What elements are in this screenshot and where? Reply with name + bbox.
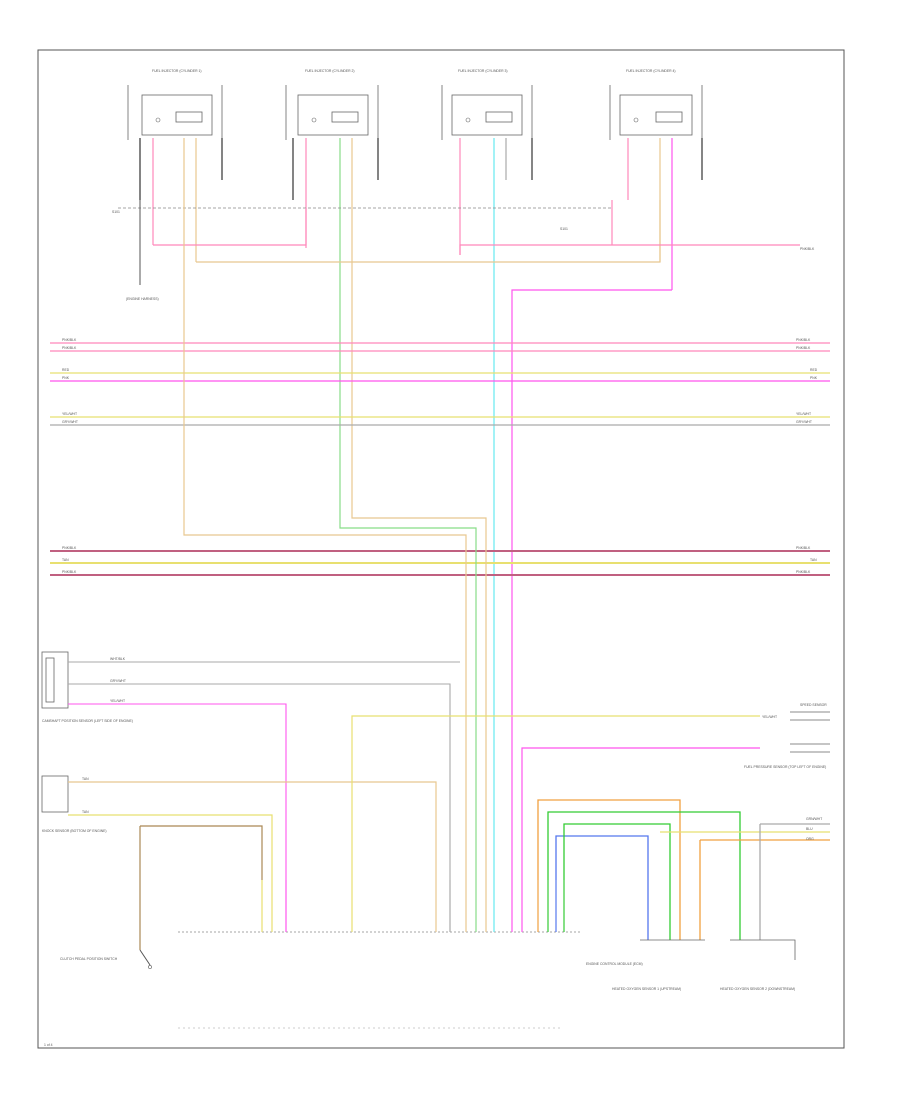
yellow-right-label: YEL/WHT (762, 715, 777, 719)
injector-4-label: FUEL INJECTOR (CYLINDER 4) (626, 69, 676, 73)
magenta-feed (511, 289, 672, 880)
bus-label-3: RED (62, 368, 70, 372)
clutch-switch-label: CLUTCH PEDAL POSITION SWITCH (60, 957, 118, 961)
left-sensor-mid-wires (68, 781, 437, 880)
injector-3: FUEL INJECTOR (CYLINDER 3) (441, 69, 533, 140)
page-reference: 1 of 4 (44, 1043, 53, 1047)
bus-rlabel-2: PNK/BLK (796, 346, 811, 350)
bus-label-2: PNK/BLK (62, 346, 77, 350)
wire-tan-label-2: TAN (82, 810, 89, 814)
pink-feed (459, 200, 800, 255)
right-sensor-upper-label: SPEED SENSOR (800, 703, 827, 707)
wire-gry-label: GRY/WHT (110, 679, 126, 683)
left-sensor-upper-wires (68, 661, 460, 880)
right-sensor-mid-label: FUEL PRESSURE SENSOR (TOP LEFT OF ENGINE… (744, 765, 826, 769)
bus-label-5: YEL/WHT (62, 412, 77, 416)
bus-rlabel-3: RED (810, 368, 818, 372)
injector-2: FUEL INJECTOR (CYLINDER 2) (285, 69, 379, 140)
wire-yel-label: YEL/WHT (110, 699, 125, 703)
bus-rlabel-9: PNK/BLK (796, 570, 811, 574)
bus-rlabel-4: PNK (810, 376, 818, 380)
pink-loop (153, 208, 307, 246)
bus-label-1: PNK/BLK (62, 338, 77, 342)
ground-label: (ENGINE HARNESS) (126, 297, 159, 301)
bus-rlabel-6: GRY/WHT (796, 420, 812, 424)
o2-upstream-label: HEATED OXYGEN SENSOR 1 (UPSTREAM) (612, 987, 681, 991)
injector-1: FUEL INJECTOR (CYLINDER 1) (127, 69, 223, 140)
bus-rlabel-8: TAN (810, 558, 817, 562)
pink-feed-label: PNK/BLK (800, 247, 815, 251)
injector-1-label: FUEL INJECTOR (CYLINDER 1) (152, 69, 202, 73)
o2-label-3: ORG (806, 837, 814, 841)
o2-sensor-upstream: HEATED OXYGEN SENSOR 1 (UPSTREAM) (612, 939, 705, 991)
bus-label-4: PNK (62, 376, 70, 380)
bus-label: S101 (112, 210, 120, 214)
injector-4: FUEL INJECTOR (CYLINDER 4) (609, 69, 703, 140)
right-sensor-mid: FUEL PRESSURE SENSOR (TOP LEFT OF ENGINE… (521, 743, 830, 880)
injector-pins (139, 138, 703, 720)
tan-feed (196, 200, 661, 263)
ecm-connector: ENGINE CONTROL MODULE (ECM) (178, 931, 643, 1029)
bus-label-7: PNK/BLK (62, 546, 77, 550)
bus-label-6: GRY/WHT (62, 420, 78, 424)
bus-labels-left: PNK/BLK PNK/BLK RED PNK YEL/WHT GRY/WHT … (62, 338, 78, 574)
bus-label-9: PNK/BLK (62, 570, 77, 574)
o2-downstream-label: HEATED OXYGEN SENSOR 2 (DOWNSTREAM) (720, 987, 795, 991)
o2-label-1: GRN/WHT (806, 817, 822, 821)
diagram-frame (37, 49, 845, 1049)
o2-wires (537, 799, 830, 940)
bus-rlabel-1: PNK/BLK (796, 338, 811, 342)
bus-rlabel-7: PNK/BLK (796, 546, 811, 550)
bus-label-8: TAN (62, 558, 69, 562)
ecm-pins (261, 880, 565, 932)
bus-lines (50, 342, 830, 576)
o2-label-2: BLU (806, 827, 813, 831)
o2-sensor-downstream: HEATED OXYGEN SENSOR 2 (DOWNSTREAM) (720, 939, 796, 991)
clutch-switch: CLUTCH PEDAL POSITION SWITCH (60, 825, 263, 969)
vertical-wires (183, 180, 495, 880)
left-sensor-upper: CAMSHAFT POSITION SENSOR (LEFT SIDE OF E… (41, 651, 133, 723)
splice-label: S101 (560, 227, 568, 231)
yellow-right-feed (351, 715, 760, 880)
bus-rlabel-5: YEL/WHT (796, 412, 811, 416)
wire-wht-blk-label: WHT/BLK (110, 657, 126, 661)
wire-tan-label-1: TAN (82, 777, 89, 781)
right-sensor-upper: SPEED SENSOR (790, 703, 830, 721)
left-sensor-mid: KNOCK SENSOR (BOTTOM OF ENGINE) (41, 775, 107, 833)
bus-labels-right: PNK/BLK PNK/BLK RED PNK YEL/WHT GRY/WHT … (796, 338, 818, 574)
left-sensor-upper-label: CAMSHAFT POSITION SENSOR (LEFT SIDE OF E… (42, 719, 133, 723)
ecm-label: ENGINE CONTROL MODULE (ECM) (586, 962, 643, 966)
left-sensor-mid-label: KNOCK SENSOR (BOTTOM OF ENGINE) (42, 829, 107, 833)
injector-3-label: FUEL INJECTOR (CYLINDER 3) (458, 69, 508, 73)
injector-2-label: FUEL INJECTOR (CYLINDER 2) (305, 69, 355, 73)
